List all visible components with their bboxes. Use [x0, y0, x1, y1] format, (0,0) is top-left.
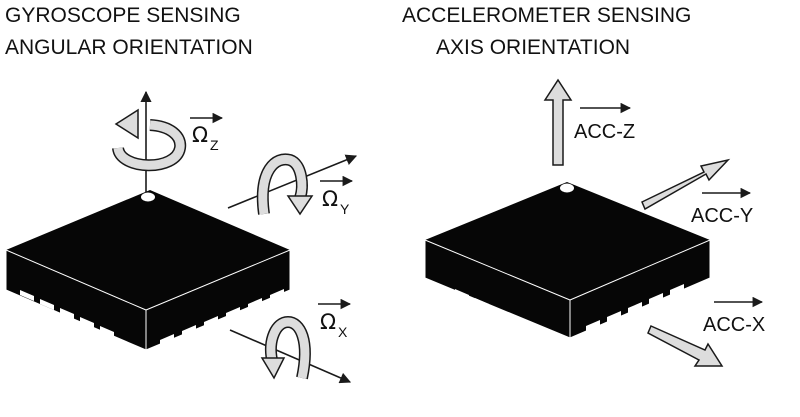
gyro-y-axis-line — [227, 154, 358, 209]
omega-x-symbol: Ω — [320, 310, 336, 334]
acc-x-text: ACC-X — [703, 314, 765, 336]
acc-y-text: ACC-Y — [691, 205, 753, 227]
accel-title-line2: AXIS ORIENTATION — [436, 36, 630, 59]
omega-x-subscript: X — [338, 324, 348, 340]
omega-y-symbol: Ω — [322, 187, 338, 211]
acc-y-arrow — [641, 158, 731, 211]
gyro-chip-pin1-dot — [141, 192, 155, 202]
accel-panel: ACCELEROMETER SENSING AXIS ORIENTATION — [402, 4, 765, 367]
gyro-z-rotation-arrow — [112, 108, 187, 172]
gyro-y-rotation-arrow — [256, 153, 314, 216]
acc-x-arrow — [647, 325, 724, 367]
acc-z-text: ACC-Z — [574, 121, 635, 143]
gyro-chip-pads-right — [160, 289, 284, 345]
accel-chip-right-face — [569, 239, 711, 339]
acc-z-label: ACC-Z — [574, 102, 635, 143]
accel-chip-package — [424, 182, 711, 339]
acc-z-arrow — [543, 78, 573, 166]
acc-x-label: ACC-X — [703, 296, 765, 336]
omega-y-label: Ω Y — [320, 175, 354, 217]
omega-z-subscript: Z — [210, 137, 219, 153]
gyro-chip-right-face — [145, 249, 291, 351]
gyro-x-axis-line — [229, 329, 352, 384]
gyro-title-line2: ANGULAR ORIENTATION — [5, 36, 253, 59]
omega-y-subscript: Y — [340, 201, 350, 217]
omega-z-label: Ω Z — [190, 112, 224, 153]
acc-y-label: ACC-Y — [691, 187, 753, 227]
accel-chip-pads-left — [455, 289, 529, 327]
gyro-chip-pads-left — [20, 290, 114, 337]
gyro-panel: GYROSCOPE SENSING ANGULAR ORIENTATION — [5, 4, 358, 384]
gyro-title-line1: GYROSCOPE SENSING — [5, 4, 241, 27]
gyro-chip-package — [5, 190, 291, 351]
gyro-x-rotation-arrow — [260, 315, 311, 380]
accel-chip-pin1-dot — [560, 183, 574, 193]
accel-chip-pads-right — [586, 284, 684, 331]
accel-title-line1: ACCELEROMETER SENSING — [402, 4, 691, 27]
omega-x-label: Ω X — [318, 298, 352, 340]
omega-z-symbol: Ω — [192, 123, 208, 147]
